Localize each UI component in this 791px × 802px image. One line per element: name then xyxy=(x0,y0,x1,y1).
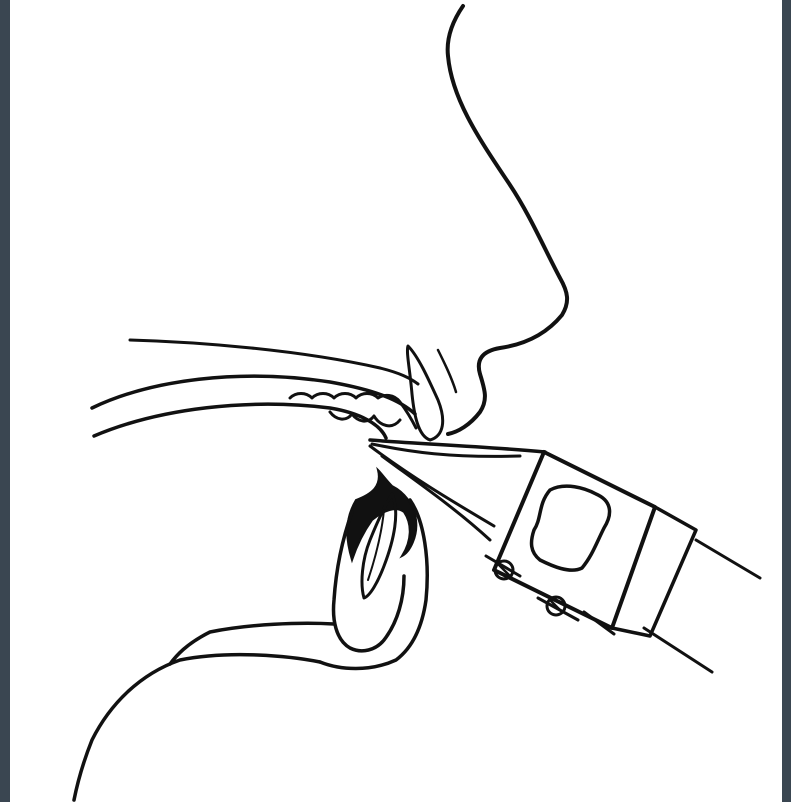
laryngoscope-illustration xyxy=(10,0,782,802)
upper-jaw-inner xyxy=(94,404,386,438)
jaw-underside xyxy=(74,655,320,800)
laryngoscope-handle xyxy=(494,452,760,672)
illustration-canvas xyxy=(10,0,782,802)
handle-label-plate xyxy=(532,486,610,570)
handle-cable-lower xyxy=(644,628,712,672)
lip-tissue-edge xyxy=(438,350,456,392)
clamp-screws xyxy=(486,556,614,634)
handle-cable-upper xyxy=(696,540,760,578)
upper-teeth xyxy=(290,394,416,429)
upper-jaw-outer xyxy=(92,376,415,414)
face-profile xyxy=(448,6,567,434)
lip-tissue xyxy=(407,346,442,440)
